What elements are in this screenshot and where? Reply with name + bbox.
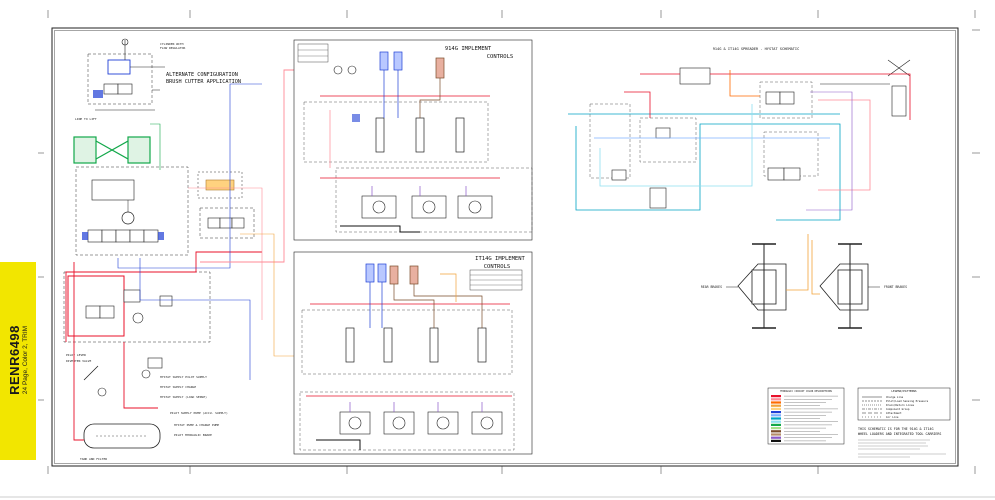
color-swatch (771, 439, 781, 442)
hydraulic-tank (83, 357, 163, 449)
spreader-components (589, 59, 911, 209)
rear-brakes-label: REAR BRAKES (701, 285, 722, 289)
color-swatch (771, 407, 781, 410)
svg-text:TANK AND FILTER: TANK AND FILTER (80, 457, 107, 461)
legend-label: Charge Line (886, 395, 904, 399)
left-hoses (65, 69, 294, 441)
controls-it14-title-line1: IT14G IMPLEMENT (475, 256, 525, 262)
document-id-strip (0, 262, 36, 460)
attachment-valve (197, 171, 255, 239)
color-swatch (771, 414, 781, 417)
legend-label: Air Line (886, 415, 899, 419)
legend-box (857, 387, 951, 421)
title-block-line1: THIS SCHEMATIC IS FOR THE 914G & IT14G (858, 427, 933, 431)
steering-cylinders (73, 136, 151, 164)
legend-label: Component Group (886, 407, 910, 411)
brush-cutter-title-line2: BRUSH CUTTER APPLICATION (166, 79, 241, 85)
svg-text:PILOT LEVER: PILOT LEVER (66, 353, 86, 357)
svg-text:PILOT HYDRAULIC BRAKE: PILOT HYDRAULIC BRAKE (174, 433, 212, 437)
sheet-border (51, 27, 959, 467)
svg-text:PILOT SUPPLY PUMP (ACCU. SUPPL: PILOT SUPPLY PUMP (ACCU. SUPPLY) (170, 411, 228, 415)
color-swatch (771, 420, 781, 423)
document-id-block: RENR6498 24 Page, Color 2, TRIM (7, 325, 29, 395)
color-swatch (771, 427, 781, 430)
color-swatch (771, 436, 781, 439)
legend-label: Pilot/Load Sensing Pressure (886, 399, 929, 403)
controls-914-frame (293, 39, 533, 241)
color-swatch (771, 401, 781, 404)
brush-cutter-circuit: CYLINDER WITH FLOW REGULATOR LINE TO LIF… (75, 38, 185, 121)
title-block-line2: WHEEL LOADERS AND INTEGRATED TOOL CARRIE… (858, 432, 941, 436)
title-block-notes (858, 439, 946, 458)
front-brakes-label: FRONT BRAKES (884, 285, 907, 289)
main-valve-group (75, 166, 189, 256)
crop-marks (38, 10, 980, 474)
controls-it14-title-line2: CONTROLS (484, 264, 511, 270)
controls-914-title-line1: 914G IMPLEMENT (445, 46, 492, 52)
controls-914-title-line2: CONTROLS (487, 54, 514, 60)
document-id: RENR6498 (7, 325, 22, 395)
svg-text:CYLINDER WITH: CYLINDER WITH (160, 42, 184, 46)
svg-text:DIVERTER VALVE: DIVERTER VALVE (66, 359, 91, 363)
controls-914-lines (320, 70, 500, 233)
svg-text:LINE TO LIFT: LINE TO LIFT (75, 117, 97, 121)
legend-title: LEGEND/PATTERNS (891, 389, 917, 393)
svg-text:HYSTAT SUPPLY (LOAD SENSE): HYSTAT SUPPLY (LOAD SENSE) (160, 395, 207, 399)
color-swatch (771, 430, 781, 433)
brush-cutter-title-line1: ALTERNATE CONFIGURATION (166, 72, 238, 78)
svg-text:HYSTAT PUMP & CHARGE PUMP: HYSTAT PUMP & CHARGE PUMP (174, 423, 219, 427)
color-swatch (771, 423, 781, 426)
color-swatch (771, 417, 781, 420)
spreader-lines (568, 70, 911, 221)
color-swatch (771, 398, 781, 401)
controls-it14-lines (306, 273, 512, 450)
controls-it14-frame (293, 251, 533, 455)
controls-914-components (297, 43, 533, 233)
color-swatches (771, 395, 838, 442)
color-swatch (771, 395, 781, 398)
spreader-title: 914G & IT14G SPREADER - HYSTAT SCHEMATIC (713, 47, 800, 51)
color-swatch (771, 433, 781, 436)
pilot-control-group (63, 271, 211, 343)
svg-text:HYSTAT SUPPLY CHARGE: HYSTAT SUPPLY CHARGE (160, 385, 196, 389)
document-subtitle: 24 Page, Color 2, TRIM (22, 325, 29, 395)
color-swatch (771, 411, 781, 414)
legend-label: Drain/Return Lines (886, 403, 915, 407)
svg-text:FLOW REGULATOR: FLOW REGULATOR (160, 46, 185, 50)
svg-text:HYSTAT SUPPLY PILOT SUPPLY: HYSTAT SUPPLY PILOT SUPPLY (160, 375, 207, 379)
left-callouts: HYSTAT SUPPLY PILOT SUPPLY HYSTAT SUPPLY… (66, 353, 228, 461)
controls-it14-components (299, 263, 523, 451)
color-swatch (771, 404, 781, 407)
front-brake-axle (811, 240, 880, 329)
legend-label: Attachment (886, 411, 902, 415)
rear-brake-axle (726, 234, 809, 329)
color-table-title: HYDRAULIC CIRCUIT COLOR DESCRIPTIONS (780, 390, 832, 393)
